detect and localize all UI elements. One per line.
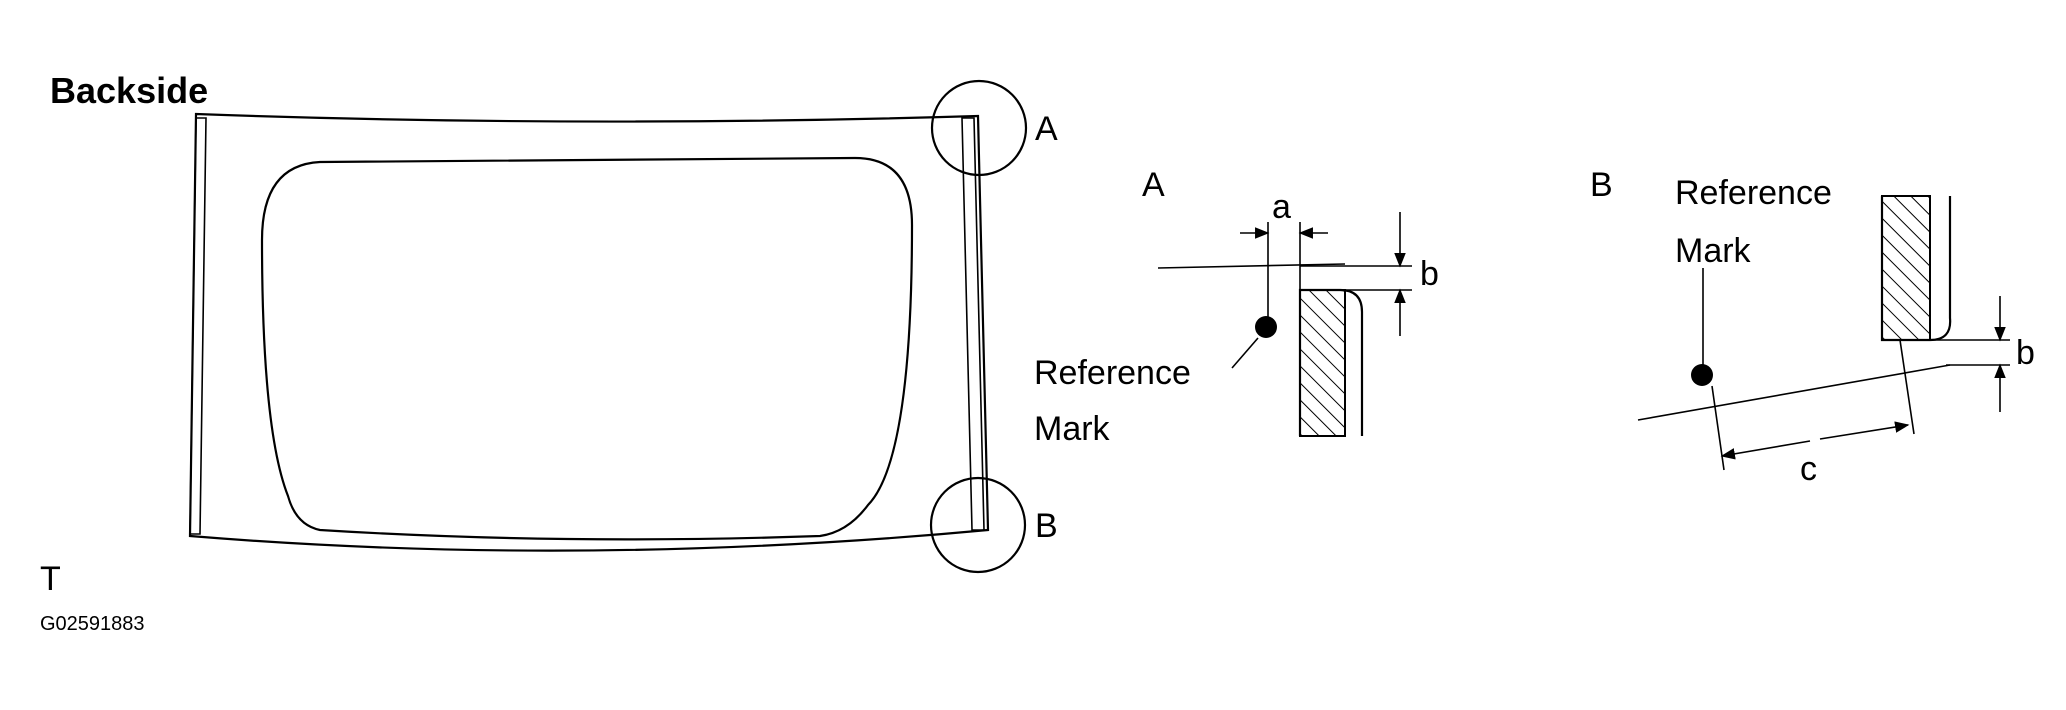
detail-a-dim-b-label: b [1420,255,1439,293]
detail-b-dim-c-label: c [1800,450,1817,488]
detail-a-title: A [1142,166,1165,204]
detail-b-dim-b-label: b [2016,334,2035,372]
detail-b-reference-mark-dot [1691,364,1713,386]
callout-label-b: B [1035,507,1058,545]
detail-b-glass-edge [1637,364,1951,421]
callout-circle-b [929,476,1027,574]
detail-a-reference-leader [1231,337,1259,369]
windshield-outline [188,112,990,552]
detail-a-reference-mark-dot [1255,316,1277,338]
detail-a-reference-label-line1: Reference [1034,354,1191,392]
main-view: Backside A B T G02591883 [40,70,1058,635]
detail-b-reference-label-line2: Mark [1675,232,1752,270]
detail-a-reference-label-line2: Mark [1034,410,1111,448]
right-molding-strip [961,117,985,531]
detail-b-dim-c-arrow-right [1819,421,1910,440]
detail-a: A a b Reference Mark [1034,166,1439,448]
detail-b-extension-c-left [1711,385,1725,471]
detail-b-reference-label-line1: Reference [1675,174,1832,212]
detail-b-hatched-area [1881,195,1931,341]
detail-a-dim-a-label: a [1272,188,1291,226]
figure-code: G02591883 [40,613,145,635]
corner-mark-t: T [40,560,61,598]
windshield-inner-area [260,156,914,541]
detail-a-glass-edge [1157,263,1346,269]
callout-circle-a [930,79,1028,177]
detail-a-hatched-area [1299,289,1346,437]
backside-heading: Backside [50,70,208,111]
detail-b-dim-c-arrow-left [1720,440,1811,460]
callout-label-a: A [1035,110,1058,148]
detail-b-extension-c-right [1899,339,1915,435]
detail-b-title: B [1590,166,1613,204]
left-molding-strip [189,117,207,535]
detail-b: B Reference Mark b c [1590,166,2035,488]
